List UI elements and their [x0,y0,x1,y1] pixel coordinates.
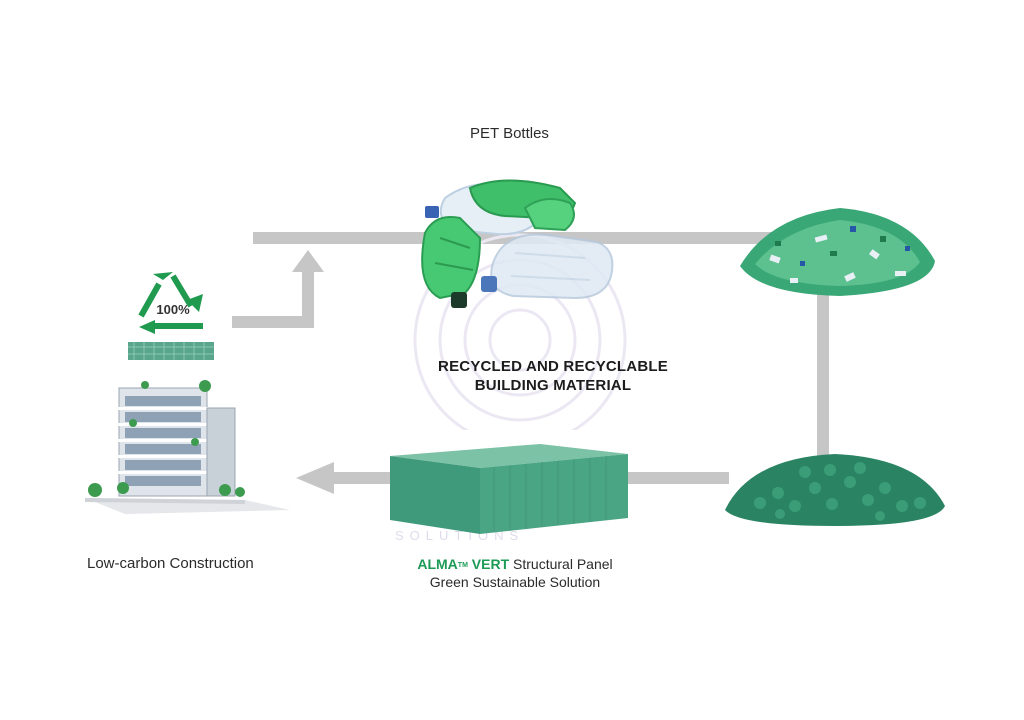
honeycomb-strip [128,342,214,360]
pet-flakes-image [740,208,935,296]
panel-tagline: Green Sustainable Solution [429,574,601,590]
pet-bottles-label: PET Bottles [470,125,549,142]
recycle-up-line [302,268,314,328]
recycle-flow-line [232,316,314,328]
bottom-left-flow-line [330,472,392,484]
panel-caption-line1: ALMATM VERT Structural Panel [395,555,635,573]
clear-bottle [481,233,614,300]
recycle-percent: 100% [156,302,190,317]
green-bottle [421,179,577,308]
bottom-right-flow-line [625,472,729,484]
panel-caption: ALMATM VERT Structural Panel Green Susta… [395,555,635,591]
center-title-line1: RECYCLED AND RECYCLABLE [438,358,668,375]
building-image [85,380,290,514]
arrow-up [292,250,324,272]
recycle-icon: 100% [138,272,203,334]
pet-bottles-image [421,179,614,308]
panel-name: Structural Panel [509,556,613,572]
center-title-line2: BUILDING MATERIAL [474,377,632,394]
diagram-center-title: RECYCLED AND RECYCLABLE BUILDING MATERIA… [400,357,706,395]
arrow-to-building [296,462,334,494]
structural-panel-image [390,444,628,534]
construction-label: Low-carbon Construction [87,555,254,572]
panel-brand: ALMATM VERT [417,556,510,572]
pet-pellets-image [725,454,945,526]
